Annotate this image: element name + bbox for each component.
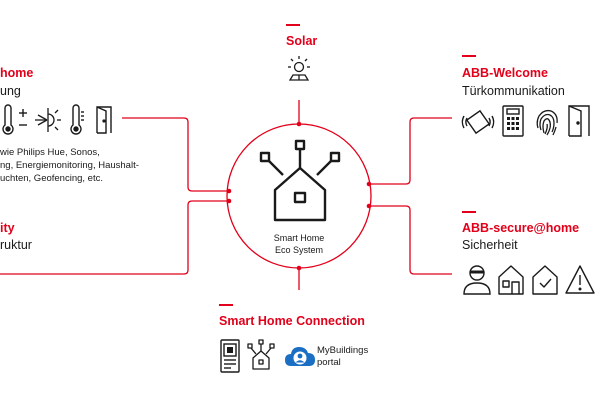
abb-secure-dash — [462, 211, 476, 213]
sun-snow-icon — [35, 108, 61, 132]
cloud-portal-icon — [285, 347, 315, 366]
abb-secure-subtitle: Sicherheit — [462, 238, 518, 252]
solar-dash — [286, 24, 300, 26]
keypad-icon — [502, 105, 524, 137]
left-top-desc-line2: ng, Energiemonitoring, Haushalt- — [0, 160, 139, 171]
left-top-subtitle: ung — [0, 84, 21, 98]
center-label-line1: Smart Home — [273, 233, 325, 243]
fingerprint-icon — [536, 109, 558, 136]
thermometer-icon — [2, 104, 14, 135]
door-icon — [568, 105, 590, 137]
left-top-desc-line3: uchten, Geofencing, etc. — [0, 173, 103, 184]
left-top-description: wie Philips Hue, Sonos, ng, Energiemonit… — [0, 146, 139, 185]
connection-title: Smart Home Connection — [219, 314, 365, 328]
thermometer-icon — [70, 104, 84, 135]
left-top-title: home — [0, 66, 34, 80]
portal-label-line1: MyBuildings — [317, 345, 369, 356]
solar-title: Solar — [286, 34, 318, 48]
plus-minus-icon — [19, 109, 27, 126]
left-bottom-subtitle: ruktur — [0, 238, 32, 252]
abb-secure-title: ABB-secure@home — [462, 221, 580, 235]
nfc-card-icon — [461, 109, 495, 135]
abb-welcome-title: ABB-Welcome — [462, 66, 548, 80]
sun-panel-icon — [288, 56, 310, 81]
center-label-line2: Eco System — [274, 245, 323, 255]
network-house-icon — [247, 339, 275, 370]
abb-welcome-dash — [462, 55, 476, 57]
house-check-icon — [532, 265, 558, 295]
house-icon — [498, 265, 524, 295]
burglar-icon — [463, 265, 491, 295]
tablet-panel-icon — [220, 339, 240, 373]
left-top-desc-line1: wie Philips Hue, Sonos, — [0, 147, 100, 158]
left-top-icon-row — [0, 104, 120, 136]
left-bottom-title: ity — [0, 221, 15, 235]
abb-welcome-subtitle: Türkommunikation — [462, 84, 565, 98]
portal-label-line2: portal — [317, 357, 341, 368]
center-label: Smart Home Eco System — [244, 232, 354, 256]
door-icon — [96, 106, 112, 134]
mybuildings-portal-label: MyBuildings portal — [317, 345, 368, 369]
network-house-icon — [259, 139, 341, 222]
connection-dash — [219, 304, 233, 306]
warning-icon — [565, 265, 595, 294]
